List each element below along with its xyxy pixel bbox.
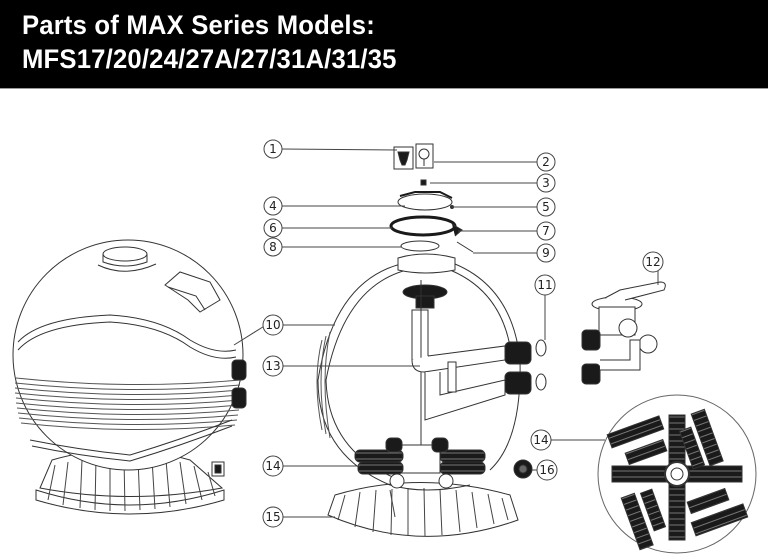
svg-text:2: 2	[542, 155, 550, 169]
svg-text:7: 7	[542, 224, 550, 238]
callout-3: 3	[536, 173, 556, 193]
callout-10: 10	[262, 314, 284, 336]
svg-text:6: 6	[269, 221, 277, 235]
svg-text:5: 5	[542, 200, 550, 214]
callout-13: 13	[262, 355, 284, 377]
callout-15: 15	[262, 506, 284, 528]
multiport-valve-illustration	[581, 281, 666, 385]
svg-text:3: 3	[542, 176, 550, 190]
callout-4: 4	[263, 196, 283, 216]
lateral-detail-inset	[597, 394, 757, 554]
header-banner: Parts of MAX Series Models: MFS17/20/24/…	[0, 0, 768, 89]
assembled-tank-illustration	[12, 239, 247, 515]
callout-16: 16	[536, 459, 558, 481]
page-title: Parts of MAX Series Models:	[22, 10, 375, 40]
svg-text:13: 13	[265, 359, 280, 373]
model-list: MFS17/20/24/27A/27/31A/31/35	[22, 44, 397, 74]
svg-text:15: 15	[265, 510, 280, 524]
callout-leader-lines	[233, 148, 659, 518]
callout-2: 2	[536, 152, 556, 172]
callout-14: 14	[262, 455, 284, 477]
top-parts-illustration	[389, 143, 474, 253]
svg-text:14: 14	[533, 433, 548, 447]
callout-11: 11	[534, 274, 556, 296]
callout-7: 7	[536, 221, 556, 241]
svg-text:1: 1	[269, 142, 277, 156]
callout-6: 6	[263, 218, 283, 238]
callout-8: 8	[263, 237, 283, 257]
callout-12: 12	[642, 251, 664, 273]
svg-text:8: 8	[269, 240, 277, 254]
svg-text:4: 4	[269, 199, 277, 213]
svg-text:10: 10	[265, 318, 280, 332]
callout-markers: 1 2 3 4 5 6 7 8 9 10 11 12 13 14 14 15 1…	[262, 139, 664, 528]
exploded-tank-illustration	[316, 253, 547, 537]
svg-text:16: 16	[539, 463, 554, 477]
svg-text:11: 11	[537, 278, 552, 292]
callout-14-inset: 14	[530, 429, 552, 451]
callout-1: 1	[263, 139, 283, 159]
svg-text:14: 14	[265, 459, 280, 473]
callout-9: 9	[536, 243, 556, 263]
svg-text:9: 9	[542, 246, 550, 260]
svg-text:12: 12	[645, 255, 660, 269]
callout-5: 5	[536, 197, 556, 217]
